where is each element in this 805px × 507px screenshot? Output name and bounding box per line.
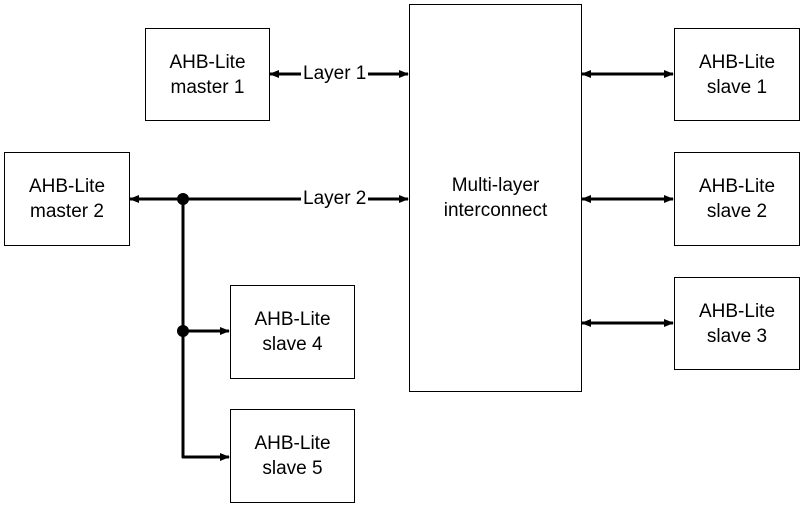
layer-2-label: Layer 2 — [301, 188, 369, 210]
master-2-line2: master 2 — [30, 201, 104, 222]
slave-5-line1: AHB-Lite — [254, 433, 331, 454]
master-1-box: AHB-Lite master 1 — [145, 28, 270, 121]
slave-5-line2: slave 5 — [262, 458, 323, 479]
slave-3-box: AHB-Lite slave 3 — [674, 277, 800, 370]
slave-4-line2: slave 4 — [262, 334, 323, 355]
slave-2-line2: slave 2 — [706, 201, 768, 222]
slave-2-box: AHB-Lite slave 2 — [674, 152, 800, 246]
interconnect-box: Multi-layer interconnect — [409, 4, 582, 392]
slave-4-box: AHB-Lite slave 4 — [230, 285, 355, 379]
interconnect-label-line2: interconnect — [443, 200, 548, 221]
master-2-box: AHB-Lite master 2 — [4, 152, 130, 246]
slave-5-box: AHB-Lite slave 5 — [230, 409, 355, 503]
slave-2-line1: AHB-Lite — [698, 176, 776, 197]
junction-dot-top — [177, 193, 189, 205]
master-2-line1: AHB-Lite — [28, 176, 106, 197]
interconnect-label-line1: Multi-layer — [451, 175, 540, 196]
slave-3-line1: AHB-Lite — [698, 300, 776, 322]
slave-4-line1: AHB-Lite — [254, 309, 331, 330]
slave-1-box: AHB-Lite slave 1 — [674, 28, 800, 121]
slave-1-line1: AHB-Lite — [698, 51, 776, 73]
layer-1-label: Layer 1 — [301, 63, 369, 85]
slave-3-line2: slave 3 — [706, 325, 768, 347]
master-1-line1: AHB-Lite — [169, 51, 246, 73]
slave-1-line2: slave 1 — [706, 76, 768, 98]
master-1-line2: master 1 — [170, 76, 245, 98]
